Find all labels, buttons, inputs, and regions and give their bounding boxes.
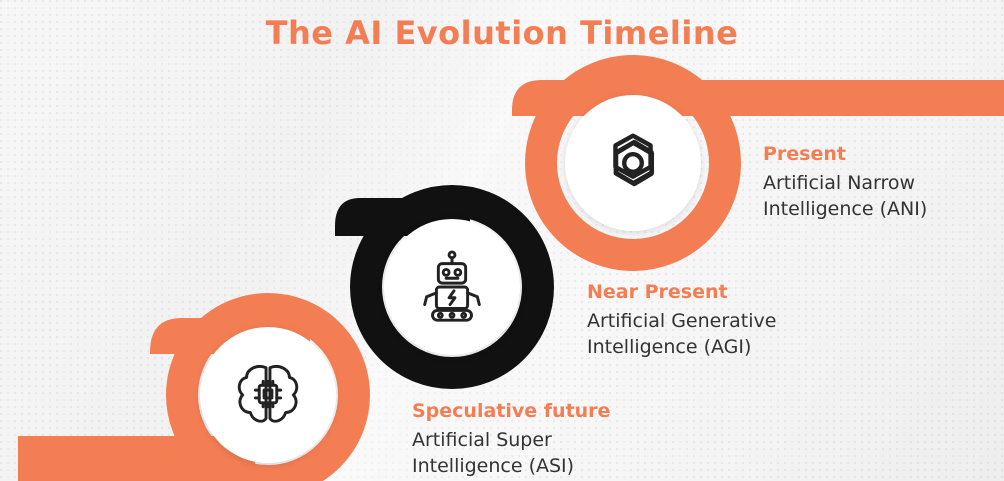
- near-present-circle: [384, 219, 520, 355]
- stage-description: Artificial Narrow Intelligence (ANI): [763, 172, 928, 220]
- ring-present: [525, 55, 741, 271]
- openai-logo-icon: [613, 133, 655, 187]
- stage-heading: Near Present: [587, 281, 728, 303]
- ring-near-present: [350, 185, 554, 389]
- stage-speculative: Speculative future Artificial Super Inte…: [412, 399, 652, 479]
- stage-description: Artificial Super Intelligence (ASI): [412, 429, 575, 477]
- ring-speculative: [166, 293, 370, 481]
- page-title: The AI Evolution Timeline: [265, 14, 739, 52]
- speculative-circle: [200, 327, 336, 463]
- stage-heading: Present: [763, 143, 846, 165]
- brain-chip-icon: [237, 365, 299, 423]
- robot-icon: [423, 250, 481, 322]
- stage-near-present: Near Present Artificial Generative Intel…: [587, 280, 827, 360]
- present-circle: [565, 95, 701, 231]
- stage-description: Artificial Generative Intelligence (AGI): [587, 310, 777, 358]
- stage-present: Present Artificial Narrow Intelligence (…: [763, 142, 1003, 222]
- stage-heading: Speculative future: [412, 400, 611, 422]
